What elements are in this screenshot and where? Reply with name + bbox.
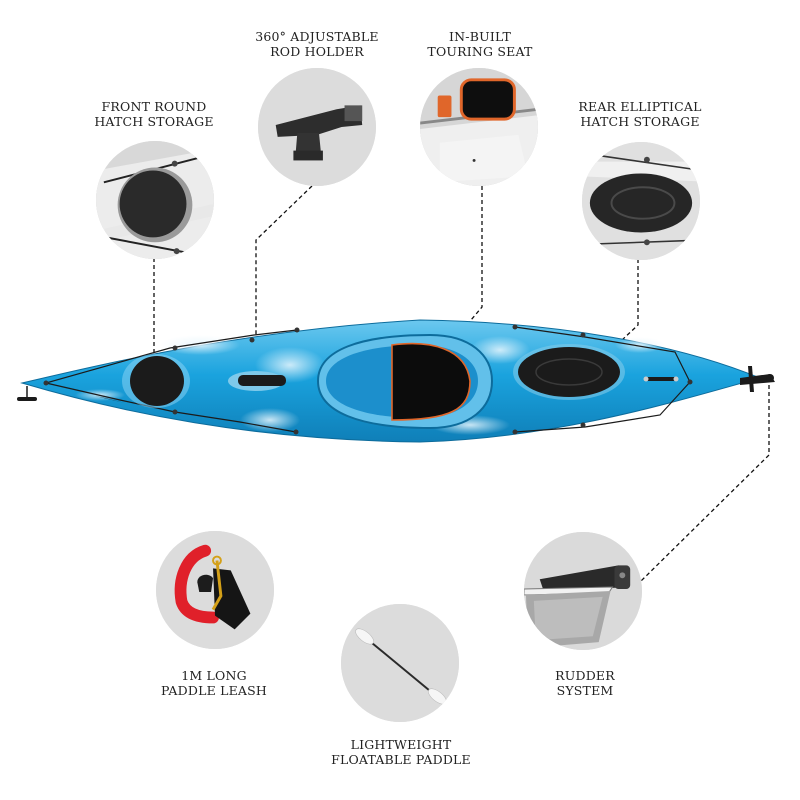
- label-paddle-leash: 1M LONG PADDLE LEASH: [134, 668, 294, 698]
- rudder-icon: [539, 565, 629, 591]
- label-rod-holder-line2: ROD HOLDER: [270, 44, 364, 59]
- leader-rudder: [639, 385, 770, 583]
- paddle-leash-icon: [174, 544, 219, 624]
- label-paddle-line1: LIGHTWEIGHT: [350, 737, 452, 752]
- leader-rear-hatch: [589, 259, 639, 371]
- rear-hatch-icon: [589, 173, 693, 233]
- rod-holder-bubble: [258, 68, 376, 186]
- label-rear-hatch: REAR ELLIPTICAL HATCH STORAGE: [560, 99, 720, 129]
- rear-hatch-bubble: [582, 142, 700, 260]
- label-touring-seat-line1: IN-BUILT: [449, 29, 511, 44]
- leader-rod-holder: [255, 185, 313, 380]
- paddle-leash-bubble: [156, 531, 274, 649]
- label-touring-seat: IN-BUILT TOURING SEAT: [400, 29, 560, 59]
- label-rear-hatch-line1: REAR ELLIPTICAL: [578, 99, 702, 114]
- label-rudder: RUDDER SYSTEM: [530, 668, 640, 698]
- rod-holder-icon: [275, 105, 363, 137]
- label-paddle-leash-line1: 1M LONG: [181, 668, 247, 683]
- touring-seat: [391, 342, 471, 421]
- bow-toggle: [17, 386, 37, 401]
- label-paddle: LIGHTWEIGHT FLOATABLE PADDLE: [316, 737, 486, 767]
- label-touring-seat-line2: TOURING SEAT: [427, 44, 533, 59]
- rod-holder-tube: [238, 375, 286, 386]
- label-front-hatch-line2: HATCH STORAGE: [94, 114, 214, 129]
- label-rod-holder-line1: 360° ADJUSTABLE: [255, 29, 379, 44]
- label-front-hatch-line1: FRONT ROUND: [101, 99, 207, 114]
- label-rudder-line1: RUDDER: [555, 668, 615, 683]
- label-rear-hatch-line2: HATCH STORAGE: [580, 114, 700, 129]
- label-front-hatch: FRONT ROUND HATCH STORAGE: [74, 99, 234, 129]
- paddle-icon: [371, 642, 431, 692]
- label-rudder-line2: SYSTEM: [556, 683, 614, 698]
- label-rod-holder: 360° ADJUSTABLE ROD HOLDER: [238, 29, 396, 59]
- rear-hatch-cover: [518, 347, 620, 397]
- touring-seat-bubble: [420, 68, 538, 186]
- label-paddle-line2: FLOATABLE PADDLE: [331, 752, 471, 767]
- front-hatch-bubble: [96, 141, 214, 259]
- touring-seat-icon: [459, 78, 516, 121]
- kayak-top-view: [17, 319, 775, 443]
- rudder-assembly: [740, 366, 775, 392]
- paddle-bubble: [341, 604, 459, 722]
- front-hatch-cover: [130, 356, 184, 406]
- rudder-bubble: [524, 532, 642, 650]
- label-paddle-leash-line2: PADDLE LEASH: [160, 683, 268, 698]
